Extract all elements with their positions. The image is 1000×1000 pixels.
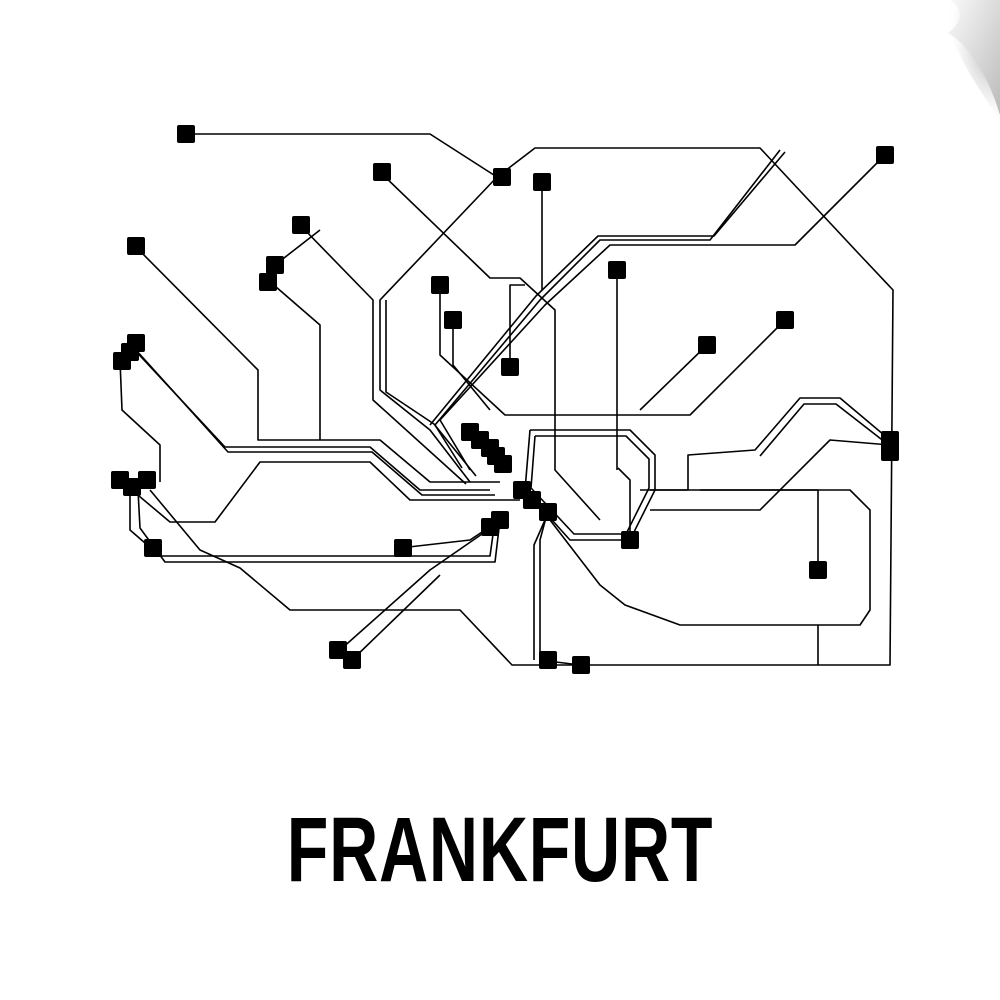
transit-line [549,489,871,626]
station-marker [113,352,131,370]
station-marker [431,276,449,294]
transit-line [339,524,496,651]
station-marker [127,237,145,255]
transit-line [509,284,525,365]
station-marker [608,261,626,279]
station-marker [329,641,347,659]
station-marker [881,443,899,461]
transit-line [134,245,500,483]
transit-line [351,574,441,661]
transit-line [119,359,161,482]
transit-line [539,509,581,666]
station-marker [259,273,277,291]
transit-line [119,461,520,523]
transit-line [149,147,894,666]
transit-line [135,349,495,496]
station-marker [523,491,541,509]
transit-line [759,403,891,457]
station-marker [177,125,195,143]
station-marker [698,336,716,354]
station-marker [493,168,511,186]
transit-line [429,151,786,426]
station-marker [123,478,141,496]
station-marker [533,173,551,191]
station-marker [394,539,412,557]
transit-line [385,300,477,477]
station-marker [809,561,827,579]
transit-line [137,489,501,563]
transit-line [186,133,498,483]
station-marker [621,531,639,549]
station-marker [292,216,310,234]
transit-line [617,467,631,540]
station-marker [776,311,794,329]
station-marker [444,311,462,329]
transit-line [639,344,708,411]
station-marker [539,503,557,521]
transit-line [434,149,781,469]
station-marker [373,163,391,181]
transit-line [533,519,546,660]
station-marker [266,256,284,274]
transit-line [267,279,321,440]
page-curl-icon [940,0,1000,120]
station-marker [494,455,512,473]
station-marker [539,651,557,669]
station-marker [572,656,590,674]
station-marker [144,539,162,557]
transit-line [439,285,786,416]
transit-line [299,224,467,485]
city-title: FRANKFURT [286,799,714,901]
station-marker [138,471,156,489]
transit-line [640,397,891,491]
transit-line [650,439,891,511]
transit-line [452,320,491,411]
transit-line [439,154,886,471]
station-marker [501,358,519,376]
station-marker [876,146,894,164]
station-marker [491,511,509,529]
transit-line [650,489,819,570]
station-marker [343,651,361,669]
